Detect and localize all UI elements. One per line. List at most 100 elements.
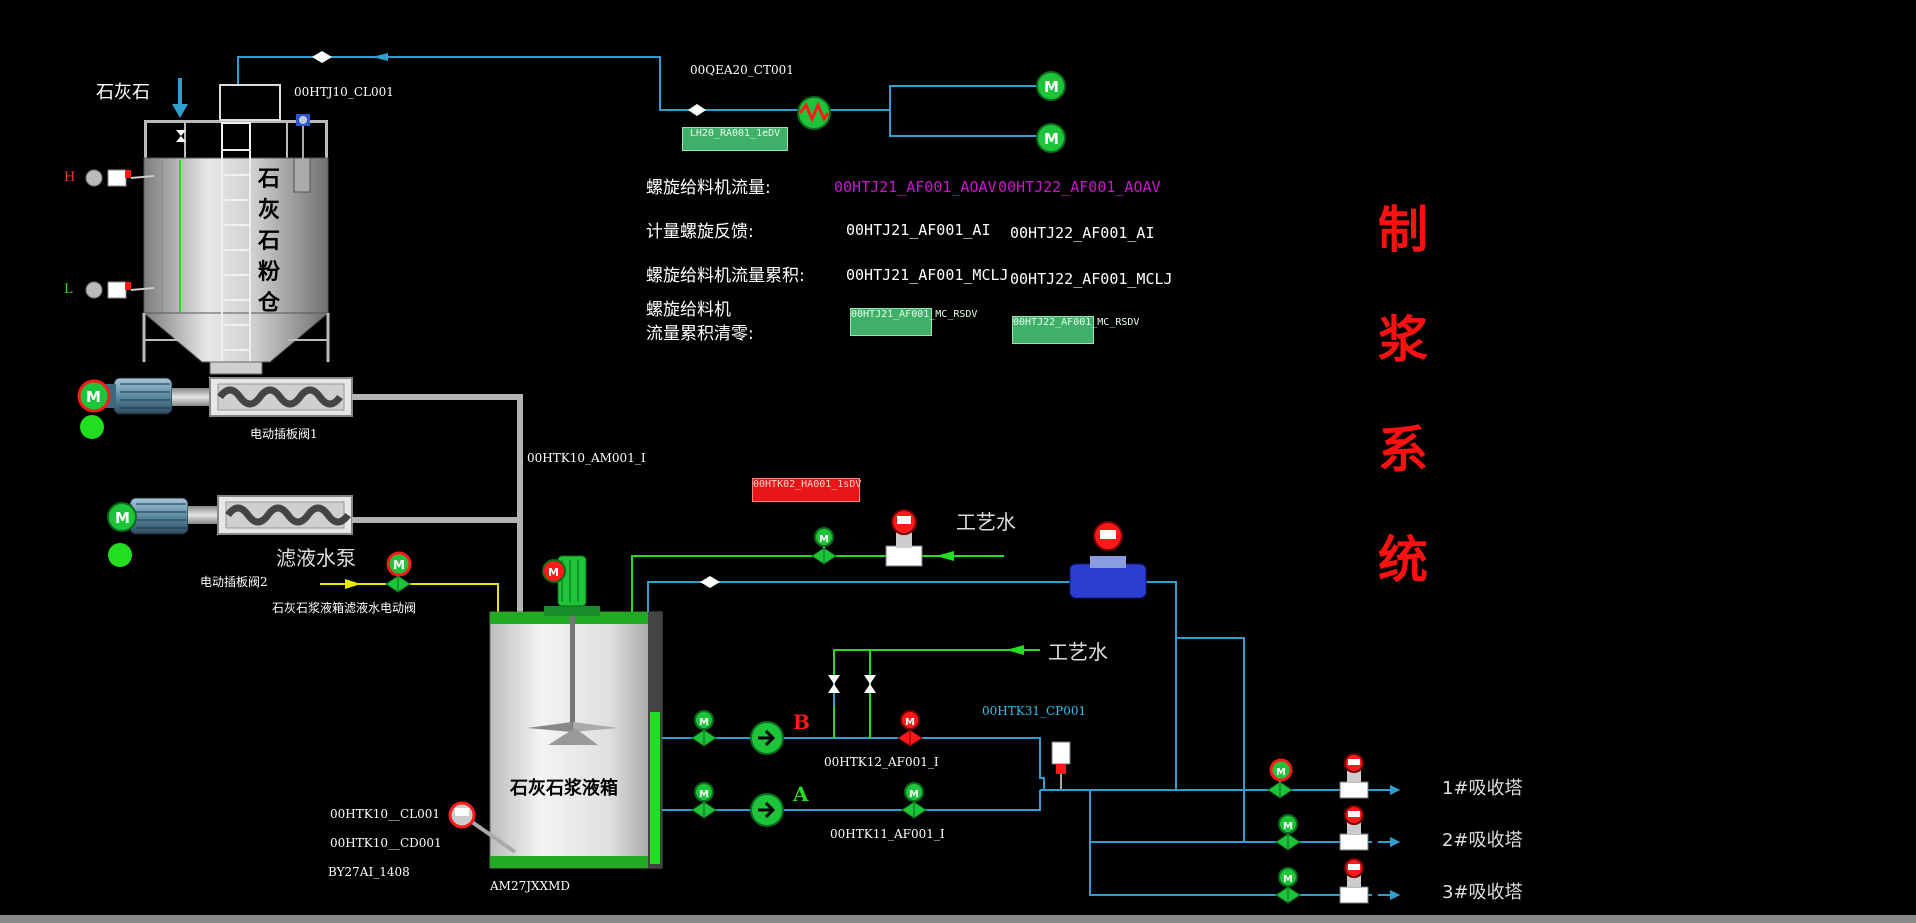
silo-label-char: 石 — [257, 167, 280, 192]
flush-valve-1[interactable] — [828, 675, 840, 693]
process-water-pipe-1 — [631, 555, 1004, 612]
silo-label-char: 灰 — [257, 198, 280, 223]
heat-exchanger-icon[interactable] — [797, 96, 831, 130]
reset-button-2[interactable]: 00HTJ22_AF001_MC_RSDV — [1012, 316, 1139, 344]
page-title-char-2: 浆 — [1378, 310, 1428, 369]
svg-text:M: M — [1283, 821, 1293, 832]
tower-3-arrow — [1378, 890, 1401, 900]
silo-label-char: 仓 — [257, 291, 280, 316]
tag-cp001: 00HTK31_CP001 — [982, 704, 1087, 718]
flush-water-arrow — [1006, 645, 1024, 655]
screw-motor-1-status[interactable]: M — [77, 379, 111, 413]
bottom-taskbar — [0, 915, 1916, 923]
filtrate-flow-arrow — [345, 579, 361, 589]
process-water-flowmeter-1[interactable] — [885, 509, 923, 567]
feeder-flow-2-value: 00HTJ22_AF001_AOAV — [998, 178, 1161, 196]
tag-cl: 00HTK10__CL001 — [330, 807, 441, 821]
screw-motor-2-status[interactable]: M — [107, 502, 137, 532]
process-water-1-label: 工艺水 — [956, 510, 1016, 534]
svg-text:M: M — [909, 789, 919, 800]
tag-am001: 00HTK10_AM001_I — [527, 451, 646, 465]
slurry-tank-label: 石灰石浆液箱 — [510, 778, 618, 799]
silo-label-char: 石 — [257, 229, 280, 254]
level-switch-low[interactable] — [85, 281, 155, 299]
recirculation-valve[interactable] — [700, 576, 720, 588]
pump-a-line — [662, 790, 1041, 811]
filtrate-pump-label: 滤液水泵 — [276, 546, 356, 570]
silo-top-valve-icon[interactable] — [176, 130, 186, 142]
process-water-arrow-1 — [936, 551, 954, 561]
svg-text:M: M — [1276, 767, 1286, 778]
svg-text:M: M — [1283, 874, 1293, 885]
distribution-header — [1040, 637, 1378, 896]
reset-button-1[interactable]: 00HTJ21_AF001_MC_RSDV — [850, 308, 977, 336]
gate-valve-1-label: 电动插板阀1 — [250, 427, 318, 441]
silo-level-transmitter-icon[interactable] — [296, 114, 310, 160]
tank-density-meter-icon[interactable] — [448, 801, 517, 854]
filtrate-water-valve[interactable]: M — [385, 551, 412, 593]
tag-af11: 00HTK11_AF001_I — [830, 827, 945, 841]
page-title-char-4: 统 — [1378, 530, 1428, 589]
pump-b-inlet-valve[interactable]: M — [691, 710, 717, 747]
agitator — [527, 616, 618, 745]
flush-valve-2[interactable] — [864, 675, 876, 693]
page-title-char-1: 制 — [1378, 200, 1428, 259]
svg-text:M: M — [699, 717, 709, 728]
level-switch-high[interactable] — [85, 169, 155, 187]
level-l-label: L — [64, 282, 73, 297]
agitator-motor[interactable]: M — [542, 555, 600, 616]
qea-pipe-valve[interactable] — [688, 104, 706, 116]
svg-text:M: M — [86, 388, 101, 406]
page-title-char-3: 系 — [1378, 420, 1428, 479]
tower-1-flowmeter[interactable] — [1339, 753, 1369, 799]
svg-text:M: M — [1044, 130, 1059, 148]
pump-a-label: A — [793, 782, 809, 806]
magnetic-flowmeter[interactable] — [1069, 521, 1147, 599]
limestone-silo — [142, 84, 330, 375]
accumulation-label: 螺旋给料机流量累积: — [646, 266, 805, 286]
tower-2-flowmeter[interactable] — [1339, 805, 1369, 851]
tower-1-arrow — [1378, 785, 1401, 795]
flush-water-pipe — [833, 649, 1040, 738]
reset-label-line2: 流量累积清零: — [646, 324, 754, 344]
svg-text:M: M — [699, 789, 709, 800]
silo-label-char: 粉 — [257, 260, 280, 285]
pressure-transmitter-cp001[interactable] — [1051, 741, 1071, 790]
pump-a-outlet-valve[interactable]: M — [901, 782, 927, 819]
top-motor-1[interactable]: M — [1036, 71, 1066, 101]
filtrate-water-pipe — [320, 583, 499, 612]
tower-3-flowmeter[interactable] — [1339, 858, 1369, 904]
tag-am27: AM27JXXMD — [490, 879, 571, 893]
screw-conveyor-1 — [172, 377, 353, 417]
top-motor-2[interactable]: M — [1036, 123, 1066, 153]
tower-1-valve[interactable]: M — [1267, 758, 1293, 799]
svg-text:M: M — [115, 509, 130, 527]
tag-qea20: 00QEA20_CT001 — [690, 63, 794, 77]
svg-text:M: M — [905, 717, 915, 728]
meter-feedback-label: 计量螺旋反馈: — [646, 222, 754, 242]
svg-text:M: M — [393, 558, 405, 572]
tag-af12: 00HTK12_AF001_I — [824, 755, 939, 769]
screw-motor-1[interactable] — [104, 377, 173, 415]
tag-silo-cl001: 00HTJ10_CL001 — [294, 85, 394, 99]
pump-a-inlet-valve[interactable]: M — [691, 782, 717, 819]
top-button[interactable]: LH20_RA001_1eDV — [682, 127, 788, 151]
screw-conveyor-2 — [188, 495, 353, 535]
alarm-button[interactable]: 00HTK02_HA001_1sDV — [752, 478, 861, 502]
tower-3-valve[interactable]: M — [1275, 867, 1301, 904]
svg-text:M: M — [1044, 78, 1059, 96]
feeder-flow-label: 螺旋给料机流量: — [646, 178, 771, 198]
screw-motor-1-run-lamp — [80, 415, 104, 439]
meter-feedback-2-value: 00HTJ22_AF001_AI — [1010, 224, 1155, 242]
tower-2-valve[interactable]: M — [1275, 814, 1301, 851]
top-pipe-valve[interactable] — [312, 51, 332, 63]
pump-a[interactable] — [750, 793, 784, 827]
pump-b[interactable] — [750, 721, 784, 755]
process-water-valve-1[interactable]: M — [811, 527, 837, 565]
tower-3-label: 3#吸收塔 — [1442, 882, 1523, 903]
accumulation-1-value: 00HTJ21_AF001_MCLJ — [846, 266, 1009, 284]
powder-pipe-1 — [352, 394, 523, 646]
pump-b-outlet-valve[interactable]: M — [897, 710, 923, 747]
screw-motor-2-run-lamp — [108, 543, 132, 567]
reset-label-line1: 螺旋给料机 — [646, 300, 731, 320]
